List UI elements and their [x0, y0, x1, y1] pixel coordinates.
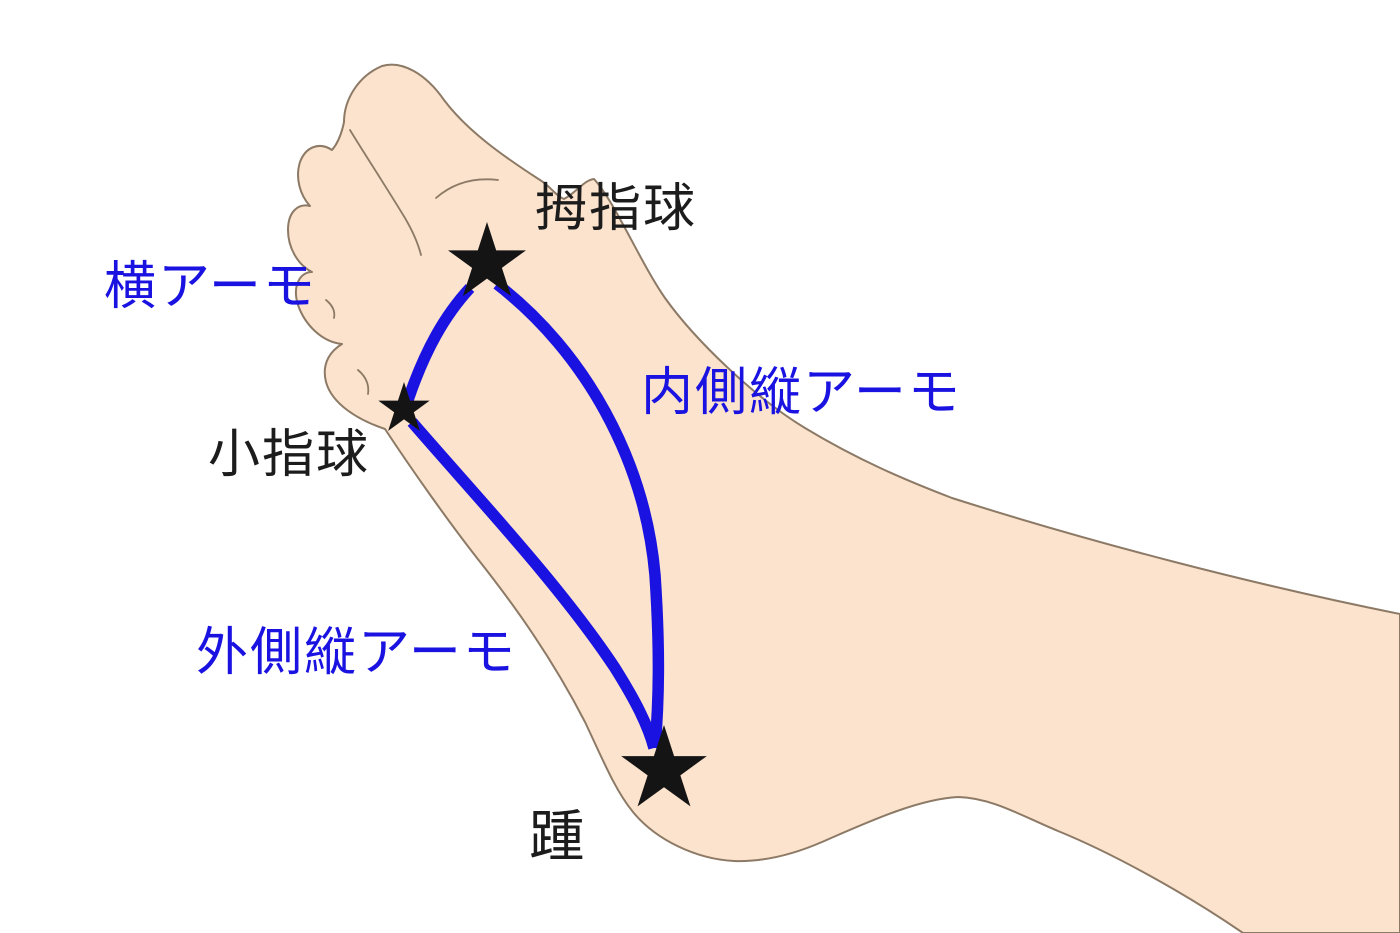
toe-crease	[325, 299, 336, 319]
ball-of-little-toe-star	[378, 382, 430, 431]
medial-longitudinal-arch-line	[493, 279, 665, 749]
ball-crease	[435, 178, 499, 199]
medial-longitudinal-arch-label: 内側縦アーモ	[641, 364, 962, 422]
foot-outline	[287, 63, 1400, 933]
lateral-longitudinal-arch-label: 外側縦アーモ	[196, 624, 517, 682]
ball-of-little-toe-label: 小指球	[208, 426, 371, 484]
little-toe-crease	[357, 369, 370, 395]
heel-star	[621, 725, 707, 807]
transverse-arch-line	[402, 284, 475, 402]
lateral-longitudinal-arch-line	[407, 418, 660, 750]
transverse-arch-label: 横アーモ	[104, 258, 317, 316]
big-toe-crease	[349, 129, 422, 256]
ball-of-big-toe-star	[448, 222, 526, 297]
heel-label: 踵	[529, 805, 587, 868]
ball-of-big-toe-label: 拇指球	[535, 180, 698, 238]
